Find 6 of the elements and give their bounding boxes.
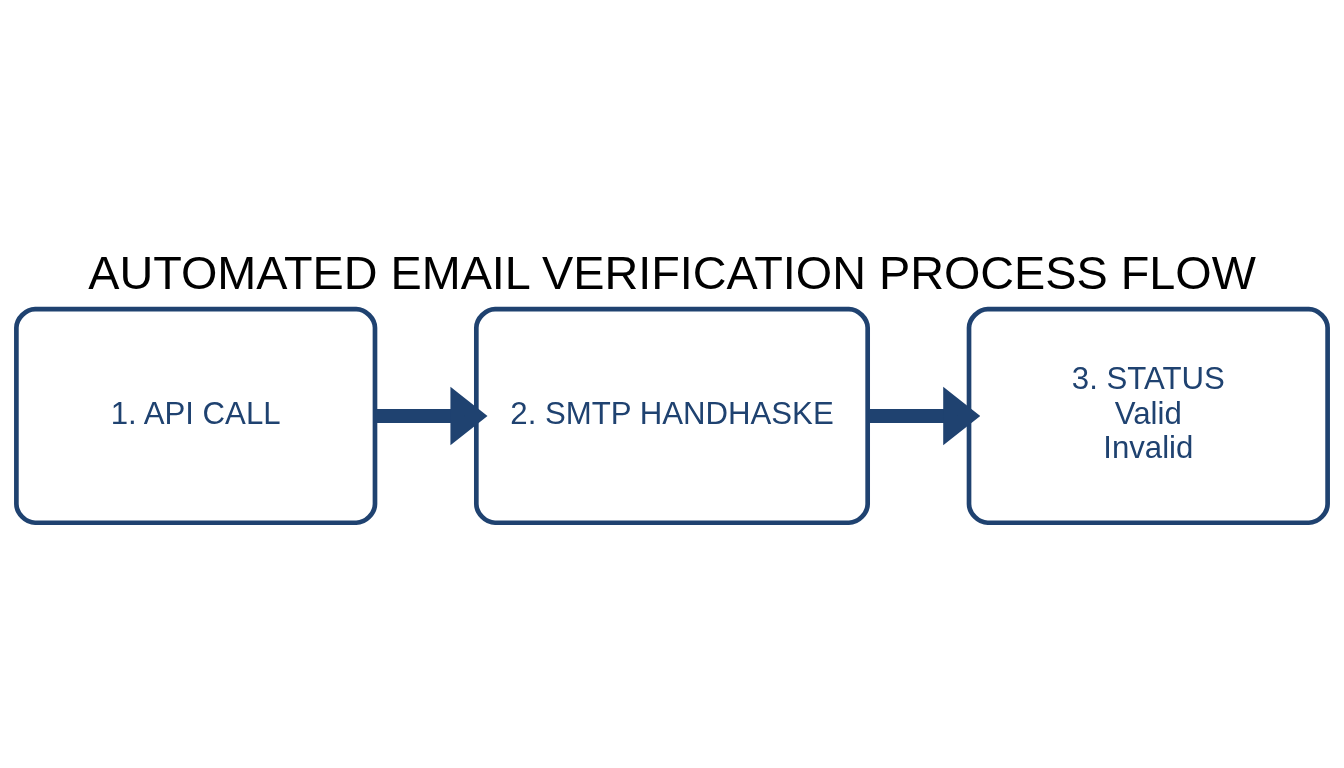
node-box: 2. SMTP HANDHASKE [474,306,870,526]
arrow [375,386,488,446]
node-box: 1. API CALL [14,306,378,526]
diagram-title: AUTOMATED EMAIL VERIFICATION PROCESS FLOW [88,246,1256,299]
node-box: 3. STATUS Valid Invalid [966,306,1330,526]
arrow [868,386,981,446]
